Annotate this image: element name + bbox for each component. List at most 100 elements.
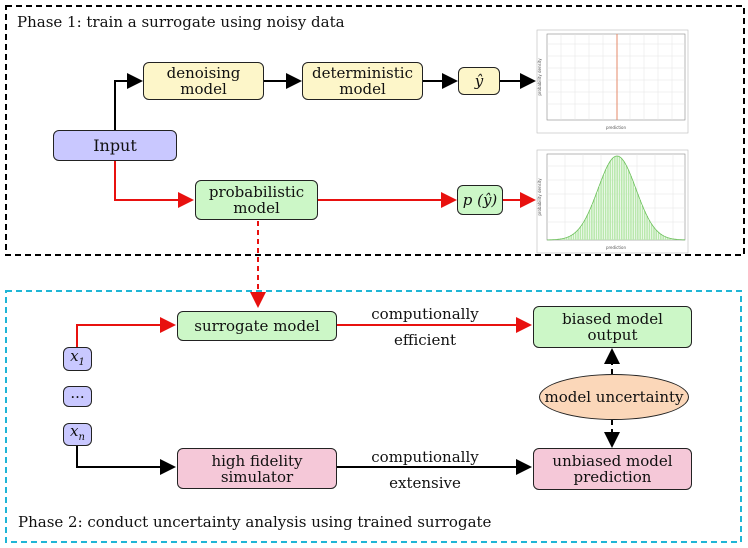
plot-probabilistic: prediction probability density	[536, 149, 689, 254]
histogram-bar	[620, 158, 623, 240]
edge-bottom-line1: computionally	[371, 448, 479, 466]
pyhat-box: p (ŷ)	[457, 185, 503, 215]
histogram-bar	[607, 165, 609, 240]
histogram-bar	[609, 161, 612, 240]
x1-box: x1	[63, 347, 92, 371]
histogram-bar	[655, 230, 658, 240]
histogram-bar	[572, 233, 575, 240]
histogram-bar	[579, 226, 582, 240]
histogram-bar	[666, 237, 669, 240]
unbiased-model-prediction-label: unbiased model prediction	[552, 452, 673, 486]
plot-deterministic-ylabel: probability density	[537, 58, 542, 96]
unbiased-model-prediction-box: unbiased model prediction	[533, 448, 692, 490]
histogram-bar	[669, 238, 671, 240]
histogram-bar	[563, 238, 566, 240]
denoising-model-label: denoising model	[166, 64, 241, 98]
histogram-bar	[627, 170, 630, 240]
histogram-bar	[616, 156, 618, 240]
histogram-bar	[581, 223, 584, 240]
histogram-bar	[660, 234, 662, 240]
histogram-bar	[574, 232, 577, 240]
arrow-x1-surrogate	[76, 317, 176, 347]
model-uncertainty-ellipse: model uncertainty	[539, 374, 689, 420]
histogram-bar	[623, 161, 625, 240]
histogram-bar	[602, 175, 605, 240]
phase1-title: Phase 1: train a surrogate using noisy d…	[17, 13, 345, 31]
histogram-bar	[650, 224, 653, 240]
probabilistic-model-label: probabilistic model	[208, 183, 305, 217]
histogram-bar	[561, 238, 563, 240]
arrow-xn-highfidelity	[76, 446, 176, 475]
probabilistic-model-box: probabilistic model	[195, 180, 318, 220]
yhat-label: ŷ	[474, 72, 484, 90]
arrow-input-denoising	[114, 73, 143, 130]
histogram-bar	[625, 165, 628, 240]
plot-deterministic-xlabel: prediction	[606, 125, 627, 130]
histogram-bar	[591, 205, 593, 240]
histogram-bar	[604, 169, 607, 240]
plot-probabilistic-xlabel: prediction	[606, 245, 627, 250]
histogram-bar	[558, 239, 561, 240]
histogram-bar	[611, 158, 614, 240]
histogram-bar	[634, 187, 637, 240]
histogram-bar	[646, 215, 648, 240]
histogram-bar	[632, 181, 635, 240]
phase2-title: Phase 2: conduct uncertainty analysis us…	[18, 513, 492, 531]
denoising-model-box: denoising model	[143, 62, 264, 100]
histogram-bar	[643, 211, 646, 240]
input-box: Input	[53, 130, 177, 161]
phase1-frame	[5, 5, 745, 256]
histogram-bar	[653, 227, 655, 240]
histogram-bar	[630, 175, 632, 240]
high-fidelity-simulator-box: high fidelity simulator	[177, 448, 337, 489]
surrogate-model-box: surrogate model	[177, 311, 337, 341]
histogram-bar	[641, 205, 644, 240]
histogram-bar	[593, 199, 595, 240]
dots-label: ···	[70, 387, 85, 406]
histogram-bar	[671, 238, 674, 240]
plot-probabilistic-bars	[554, 156, 681, 240]
plot-probabilistic-curve	[546, 155, 686, 241]
biased-model-output-label: biased model output	[562, 310, 663, 344]
histogram-bar	[600, 180, 602, 240]
xn-box: xn	[63, 423, 92, 446]
histogram-bar	[584, 219, 586, 240]
histogram-bar	[637, 194, 639, 240]
plot-deterministic-grid	[547, 34, 685, 120]
histogram-bar	[568, 236, 570, 240]
histogram-bar	[570, 235, 572, 240]
histogram-bar	[657, 232, 660, 240]
xn-label: xn	[70, 422, 85, 443]
arrow-input-probabilistic	[114, 161, 194, 208]
plot-probabilistic-axes	[546, 153, 686, 241]
histogram-bar	[588, 210, 591, 240]
deterministic-model-box: deterministic model	[302, 62, 423, 100]
phase2-frame	[5, 290, 742, 543]
deterministic-model-label: deterministic model	[312, 64, 413, 98]
histogram-bar	[618, 156, 621, 240]
edge-bottom-line2: extensive	[389, 474, 461, 492]
histogram-bar	[586, 215, 589, 240]
histogram-bar	[577, 229, 579, 240]
pyhat-label: p (ŷ)	[462, 191, 498, 209]
surrogate-model-label: surrogate model	[194, 317, 320, 335]
input-label: Input	[93, 135, 137, 155]
histogram-bar	[648, 220, 651, 240]
histogram-bar	[565, 237, 568, 240]
dots-box: ···	[63, 386, 92, 407]
biased-model-output-box: biased model output	[533, 306, 692, 348]
histogram-bar	[664, 236, 667, 240]
histogram-bar	[673, 239, 676, 240]
yhat-box: ŷ	[458, 67, 500, 95]
histogram-bar	[614, 156, 616, 240]
high-fidelity-simulator-label: high fidelity simulator	[211, 451, 303, 486]
model-uncertainty-label: model uncertainty	[544, 388, 684, 406]
x1-label: x1	[70, 346, 85, 368]
histogram-bar	[639, 200, 641, 240]
histogram-bar	[662, 235, 664, 240]
histogram-bar	[595, 193, 598, 240]
edge-top-line2: efficient	[393, 331, 457, 349]
plot-deterministic-axes	[546, 33, 686, 121]
histogram-bar	[597, 187, 600, 240]
